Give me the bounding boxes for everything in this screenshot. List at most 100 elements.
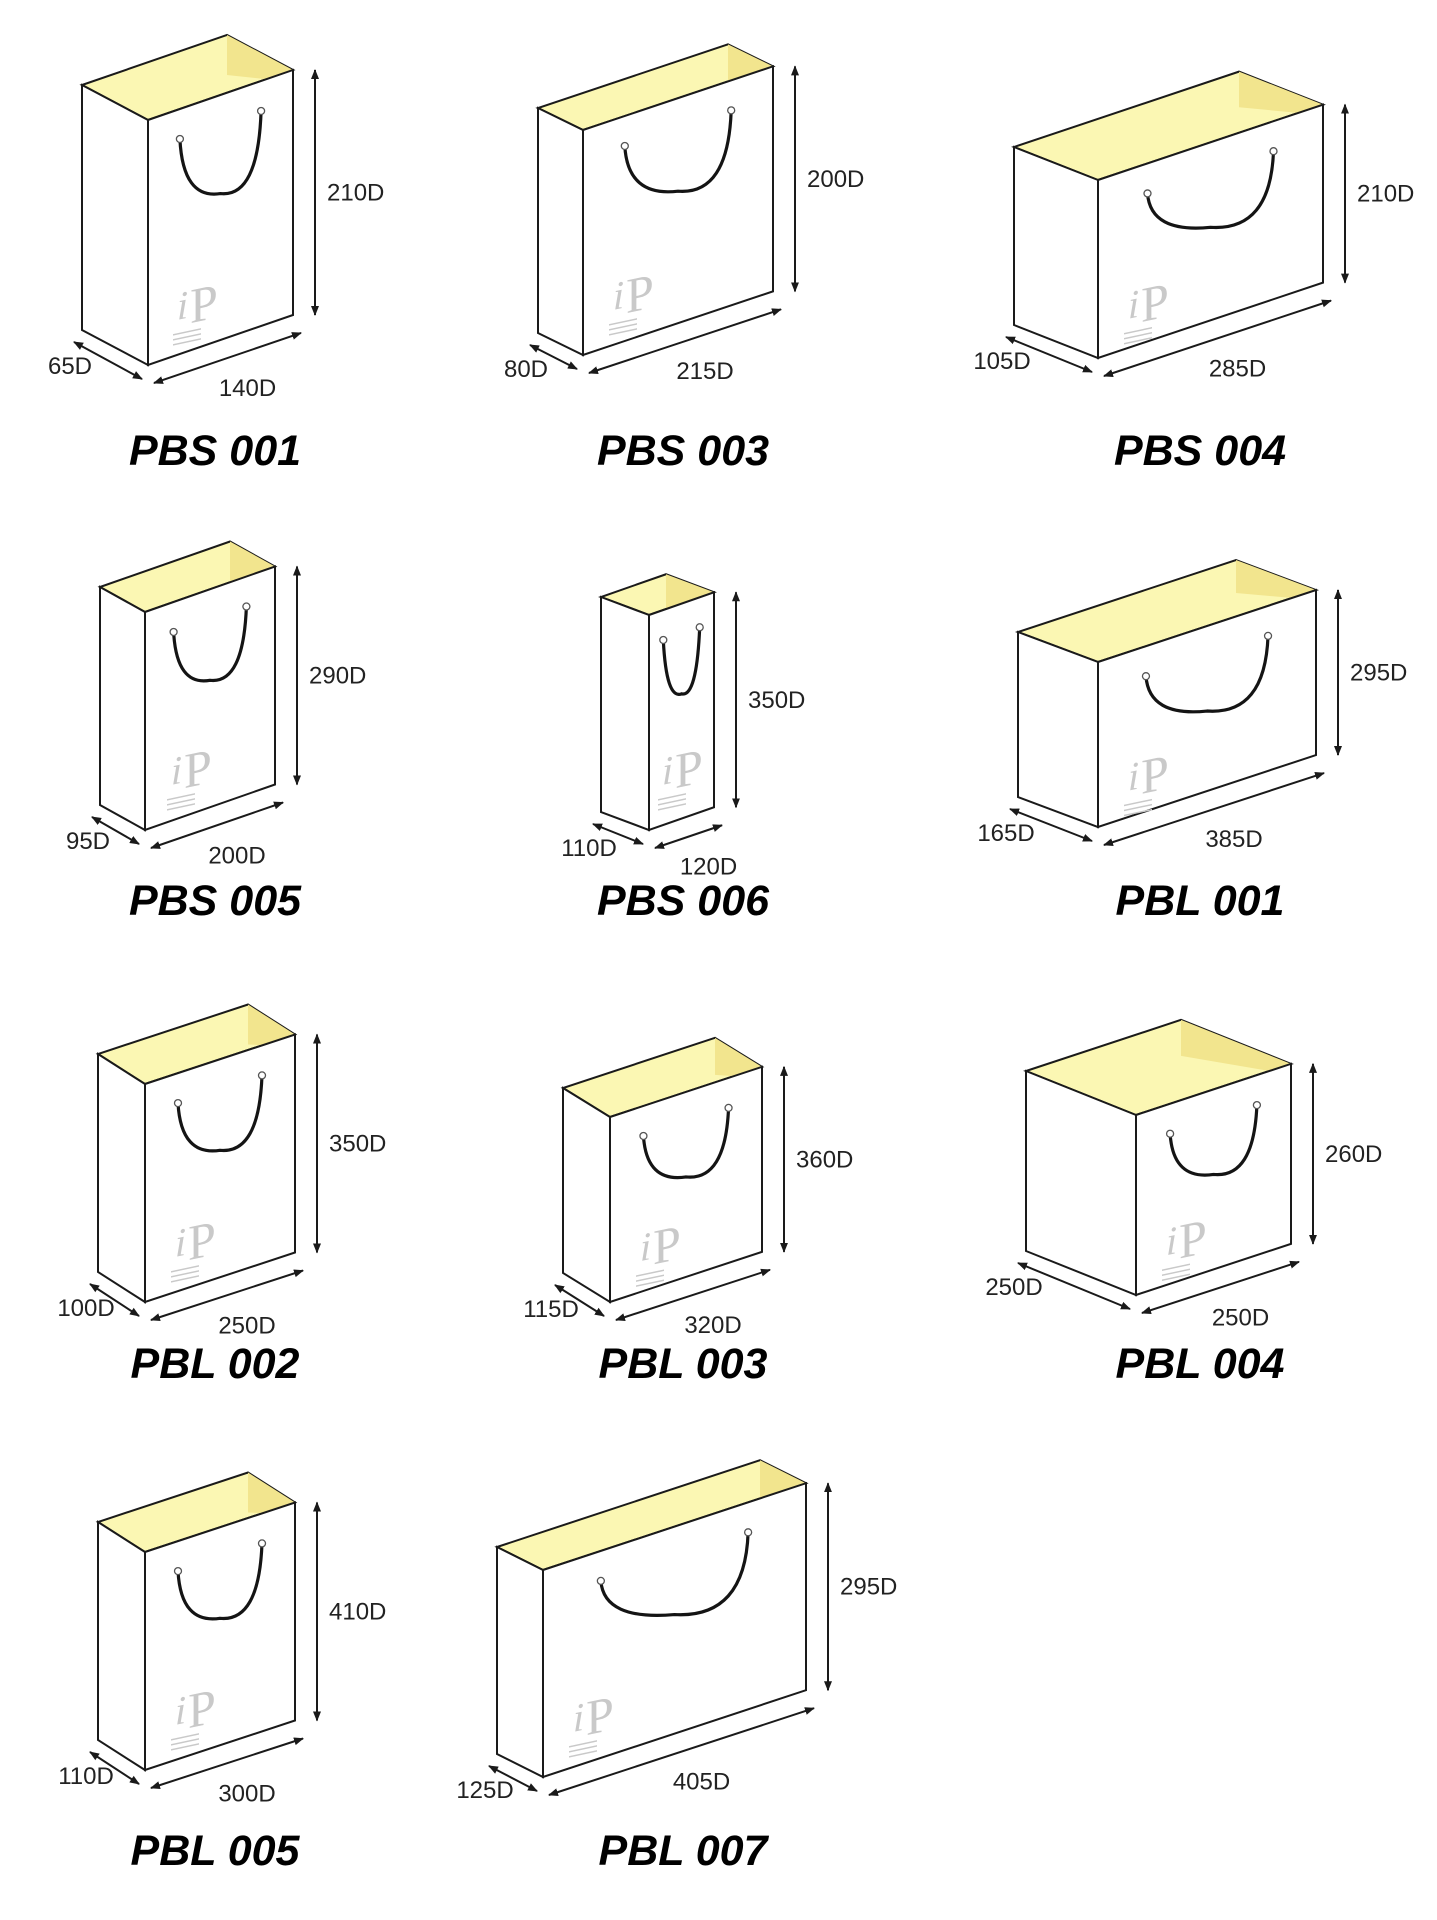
depth-dimension-label: 165D [977,820,1034,847]
height-dimension-label: 295D [840,1574,897,1601]
width-dimension-label: 250D [1212,1304,1269,1331]
watermark-letter-i: i [1128,753,1139,800]
eyelet-icon [743,1528,753,1537]
height-dimension-label: 210D [1357,181,1414,208]
bag-front-panel [1097,588,1317,829]
height-dimension-label: 200D [807,166,864,193]
width-dimension-label: 320D [684,1312,741,1339]
rope-handle [641,1106,731,1180]
eyelet-icon [1165,1129,1175,1138]
watermark-letter-p: P [653,1214,681,1275]
eyelet-icon [1141,672,1151,681]
bag-model-code: PBL 004 [1116,1340,1285,1388]
width-dimension-arrow [1103,772,1325,847]
depth-dimension-arrow [1005,336,1093,373]
depth-dimension-label: 250D [985,1274,1042,1301]
bag-interior-side [248,1472,295,1515]
height-dimension-label: 350D [748,687,805,714]
bag-front-panel [144,1501,296,1772]
width-dimension-label: 200D [208,842,265,869]
rope-handle [623,108,733,194]
height-dimension-label: 350D [329,1131,386,1158]
bag-interior-side [1236,560,1316,600]
eyelet-icon [639,1131,648,1141]
depth-dimension-arrow [1017,1262,1131,1310]
bag-interior-side [248,1004,295,1047]
bag-model-code: PBS 005 [129,877,302,925]
width-dimension-arrow [153,332,302,384]
width-dimension-label: 120D [680,854,737,881]
height-dimension-label: 295D [1350,660,1407,687]
bag-side-panel [97,1052,146,1304]
bag-model-code: PBL 005 [131,1827,301,1875]
eyelet-icon [1263,631,1273,641]
bag-side-panel [600,595,650,832]
height-dimension-label: 210D [327,179,384,206]
bag-front-panel [1097,103,1324,360]
watermark-letter-p: P [586,1685,614,1746]
rope-handle [176,1073,264,1153]
watermark-letter-i: i [175,1687,186,1734]
bag-model-code: PBL 001 [1116,877,1285,925]
rope-handle [178,109,263,196]
depth-dimension-arrow [89,1751,140,1785]
width-dimension-arrow [588,308,782,374]
width-dimension-label: 285D [1209,355,1266,382]
rope-handle [599,1530,750,1617]
watermark-line [658,793,686,801]
watermark-letter-p: P [1179,1208,1207,1269]
watermark-letter-p: P [675,738,703,799]
width-dimension-label: 140D [219,375,276,402]
bag-side-panel [97,1520,146,1772]
width-dimension-arrow [1103,299,1332,377]
watermark-letter-i: i [171,747,182,794]
rope-handle [1145,149,1276,230]
height-dimension-label: 260D [1325,1141,1382,1168]
depth-dimension-label: 105D [973,348,1030,375]
height-dimension-label: 410D [329,1599,386,1626]
width-dimension-arrow [1141,1260,1300,1315]
bag-side-panel [1017,630,1099,829]
bag-front-panel [147,68,294,367]
bag-model-code: PBL 007 [599,1827,770,1875]
depth-dimension-label: 125D [456,1777,513,1804]
eyelet-icon [1252,1100,1262,1110]
rope-handle [661,625,702,696]
eyelet-icon [175,134,185,144]
eyelet-icon [257,1071,267,1080]
watermark-letter-i: i [1166,1217,1177,1264]
eyelet-icon [257,1539,267,1548]
width-dimension-arrow [150,1737,304,1790]
depth-dimension-label: 110D [58,1763,114,1790]
watermark-letter-p: P [1141,744,1169,805]
height-dimension-label: 360D [796,1146,853,1173]
depth-dimension-label: 80D [504,356,548,383]
watermark-letter-i: i [175,1219,186,1266]
width-dimension-label: 405D [673,1769,730,1796]
rope-handle [1168,1103,1259,1177]
depth-dimension-arrow [91,816,140,845]
watermark-letter-i: i [662,747,673,794]
depth-dimension-label: 95D [66,828,110,855]
depth-dimension-label: 115D [523,1296,579,1323]
watermark-line [658,798,686,806]
eyelet-icon [256,106,266,116]
bag-interior-side [227,34,293,82]
depth-dimension-arrow [89,1283,140,1317]
rope-handle [176,1541,264,1621]
bag-interior-side [1181,1019,1291,1075]
watermark-letter-p: P [1141,272,1169,333]
depth-dimension-arrow [1009,808,1093,842]
width-dimension-arrow [654,824,723,849]
eyelet-icon [695,623,704,632]
watermark-letter-p: P [190,273,218,334]
width-dimension-arrow [150,801,284,849]
watermark-letter-i: i [1128,281,1139,328]
